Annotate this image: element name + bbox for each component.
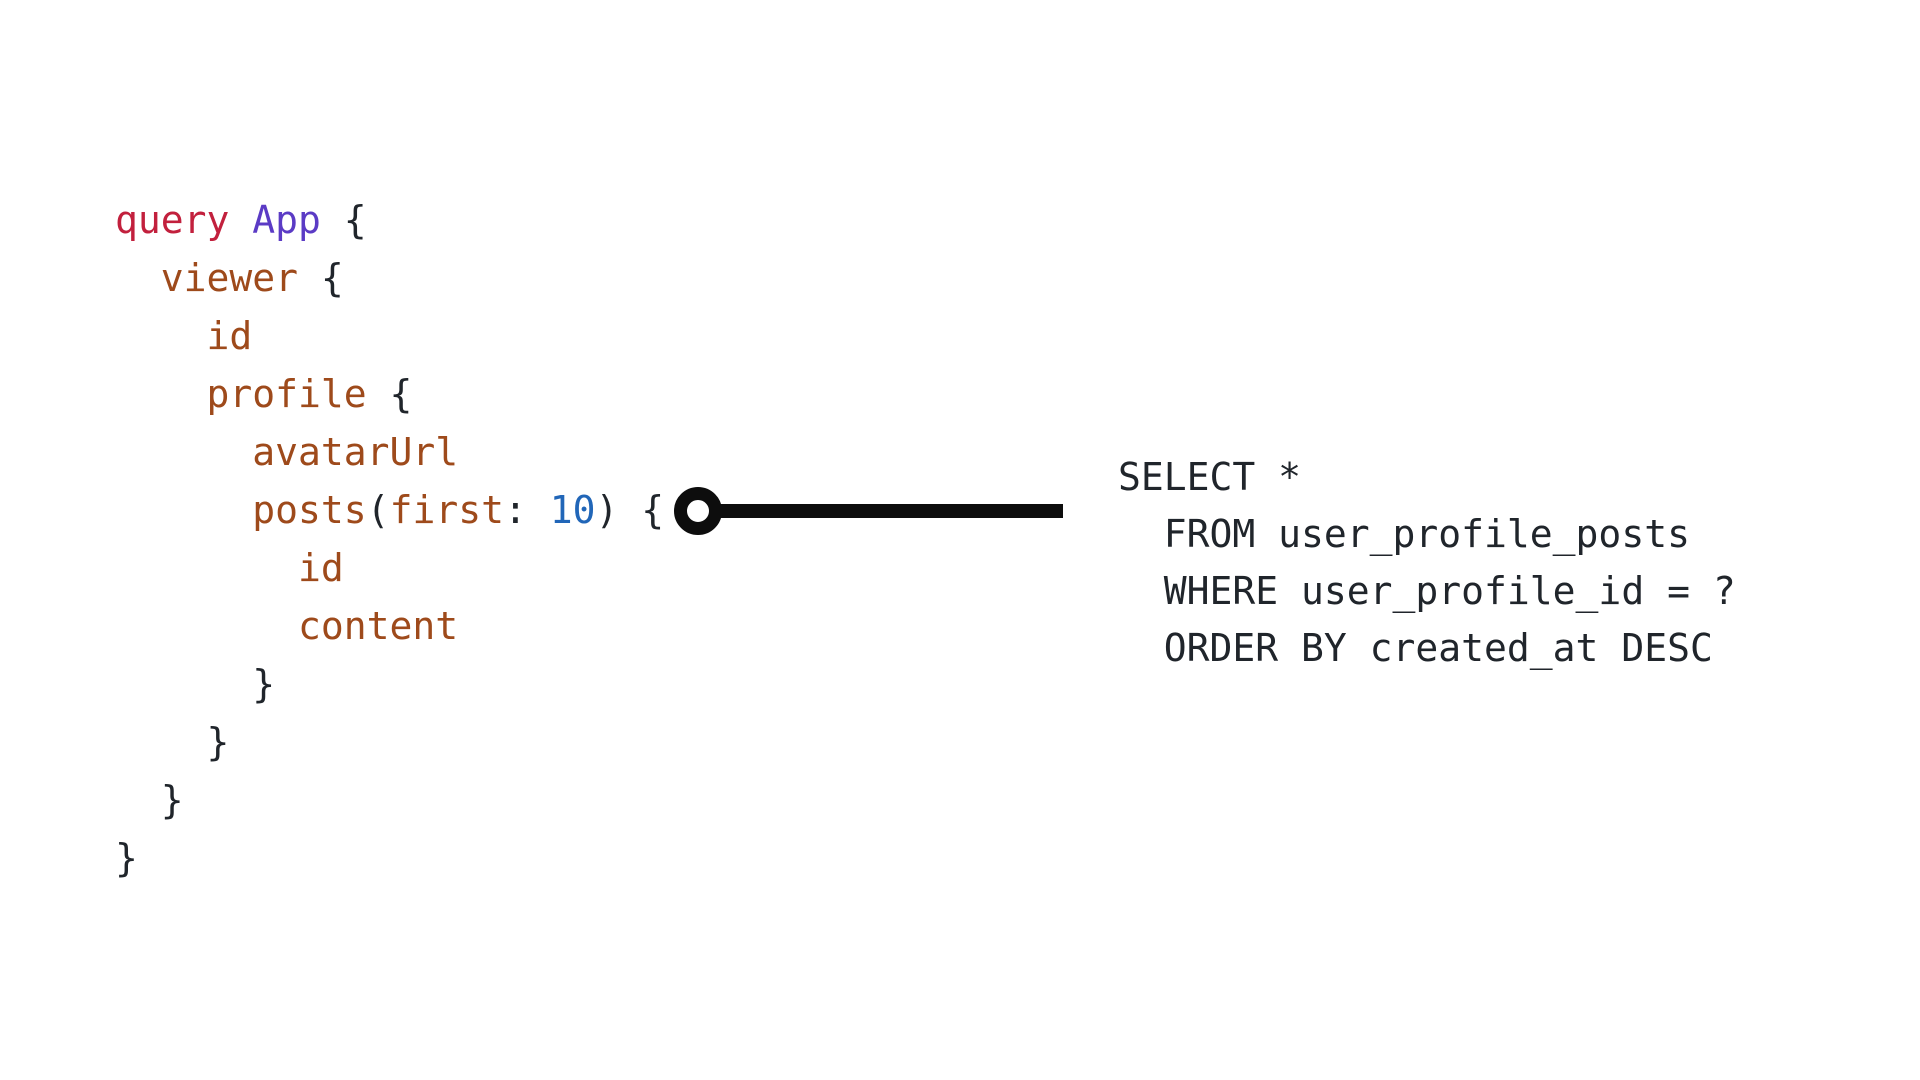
graphql-code-line: } xyxy=(115,655,664,713)
graphql-code-line: profile { xyxy=(115,365,664,423)
graphql-code-line: id xyxy=(115,307,664,365)
graphql-query-keyword: query xyxy=(115,198,230,242)
connector-line xyxy=(718,504,1063,518)
graphql-code-line: posts(first: 10) { xyxy=(115,481,664,539)
graphql-code-line: content xyxy=(115,597,664,655)
code-token xyxy=(115,546,298,590)
code-token xyxy=(115,488,252,532)
graphql-argument-first: first xyxy=(389,488,504,532)
code-token: : xyxy=(503,488,550,532)
graphql-code-line: query App { xyxy=(115,191,664,249)
closing-brace: } xyxy=(115,778,184,822)
graphql-field-content: content xyxy=(298,604,459,648)
graphql-code-line: } xyxy=(115,771,664,829)
connector-circle-endpoint-icon xyxy=(674,487,722,535)
sql-where-line: WHERE user_profile_id = ? xyxy=(1118,569,1736,613)
graphql-code-line: } xyxy=(115,829,664,887)
sql-select-line: SELECT * xyxy=(1118,455,1302,499)
sql-from-line: FROM user_profile_posts xyxy=(1118,512,1690,556)
graphql-code-line: id xyxy=(115,539,664,597)
graphql-field-id: id xyxy=(206,314,253,358)
sql-code-line: FROM user_profile_posts xyxy=(1118,506,1736,563)
code-token: { xyxy=(366,372,413,416)
graphql-code-line: avatarUrl xyxy=(115,423,664,481)
graphql-code-line: viewer { xyxy=(115,249,664,307)
code-token xyxy=(115,372,207,416)
graphql-query-block: query App { viewer { id profile { avatar… xyxy=(115,191,664,887)
code-token xyxy=(115,430,252,474)
code-token xyxy=(115,604,298,648)
graphql-argument-value: 10 xyxy=(549,488,596,532)
graphql-field-profile: profile xyxy=(206,372,367,416)
code-token: { xyxy=(320,198,367,242)
closing-brace: } xyxy=(115,662,276,706)
sql-code-line: SELECT * xyxy=(1118,449,1736,506)
code-token: { xyxy=(298,256,344,300)
closing-brace: } xyxy=(115,836,138,880)
code-token xyxy=(115,256,161,300)
closing-brace: } xyxy=(115,720,230,764)
code-token xyxy=(115,314,207,358)
graphql-operation-name: App xyxy=(252,198,321,242)
code-token: ) { xyxy=(595,488,665,532)
graphql-field-viewer: viewer xyxy=(160,256,299,300)
code-token: ( xyxy=(366,488,390,532)
sql-orderby-line: ORDER BY created_at DESC xyxy=(1118,626,1713,670)
graphql-field-post-id: id xyxy=(298,546,344,590)
sql-code-line: ORDER BY created_at DESC xyxy=(1118,620,1736,677)
graphql-code-line: } xyxy=(115,713,664,771)
code-token xyxy=(229,198,252,242)
graphql-field-posts: posts xyxy=(252,488,367,532)
sql-code-line: WHERE user_profile_id = ? xyxy=(1118,563,1736,620)
graphql-field-avatarurl: avatarUrl xyxy=(252,430,459,474)
sql-query-block: SELECT * FROM user_profile_posts WHERE u… xyxy=(1118,449,1736,677)
